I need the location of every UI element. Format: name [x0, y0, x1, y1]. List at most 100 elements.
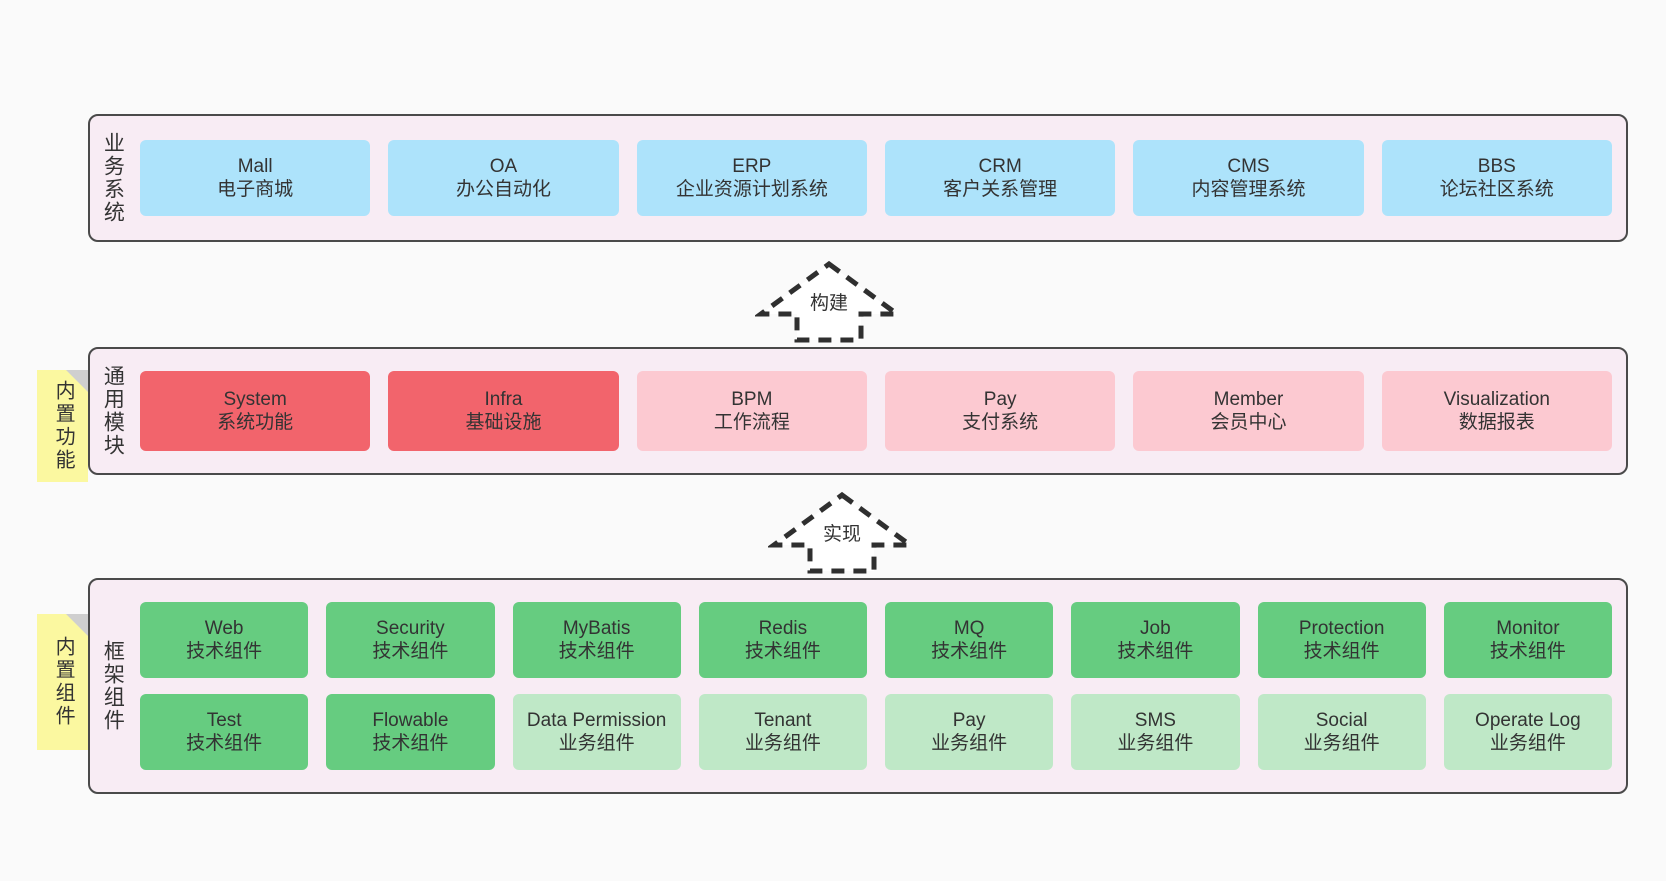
- card-visualization[interactable]: Visualization 数据报表: [1381, 371, 1612, 451]
- arrow-label-build: 构建: [809, 293, 848, 314]
- card-title-en: Security: [376, 617, 445, 639]
- card-title-cn: 企业资源计划系统: [675, 179, 828, 200]
- card-title-en: Monitor: [1496, 617, 1560, 639]
- layer-framework-component: 框架组件 Web 技术组件 Security 技术组件 MyBatis 技术组件…: [88, 578, 1628, 794]
- note-builtin-feature: 内置功能: [37, 370, 88, 482]
- card-title-en: Social: [1315, 709, 1368, 731]
- card-erp[interactable]: ERP 企业资源计划系统: [636, 140, 867, 216]
- card-title-cn: 论坛社区系统: [1439, 179, 1554, 200]
- card-title-en: MQ: [953, 617, 985, 639]
- card-title-cn: 工作流程: [713, 412, 790, 433]
- card-title-cn: 电子商城: [217, 179, 294, 200]
- card-operate-log[interactable]: Operate Log 业务组件: [1443, 694, 1612, 770]
- card-title-en: Data Permission: [526, 709, 667, 731]
- card-title-en: Web: [204, 617, 244, 639]
- card-title-en: Mall: [237, 155, 273, 177]
- card-mall[interactable]: Mall 电子商城: [140, 140, 371, 216]
- card-cms[interactable]: CMS 内容管理系统: [1133, 140, 1364, 216]
- card-mq[interactable]: MQ 技术组件: [885, 602, 1054, 678]
- card-pay-component[interactable]: Pay 业务组件: [885, 694, 1054, 770]
- card-title-cn: 技术组件: [186, 733, 263, 754]
- card-infra[interactable]: Infra 基础设施: [388, 371, 619, 451]
- card-title-cn: 支付系统: [962, 412, 1039, 433]
- dashed-up-arrow-icon: [766, 491, 918, 574]
- dashed-up-arrow-icon: [753, 260, 905, 343]
- note-fold-corner-icon: [66, 370, 88, 392]
- card-title-en: System: [223, 388, 287, 410]
- card-title-cn: 客户关系管理: [943, 179, 1058, 200]
- layer-row: Web 技术组件 Security 技术组件 MyBatis 技术组件 Redi…: [140, 602, 1612, 678]
- layer-body-common-module: System 系统功能 Infra 基础设施 BPM 工作流程 Pay 支付系统…: [134, 349, 1626, 473]
- card-data-permission[interactable]: Data Permission 业务组件: [512, 694, 681, 770]
- card-title-cn: 办公自动化: [455, 179, 551, 200]
- card-title-en: ERP: [732, 155, 772, 177]
- card-title-cn: 会员中心: [1210, 412, 1287, 433]
- arrow-label-implement: 实现: [822, 524, 861, 545]
- card-title-en: SMS: [1134, 709, 1176, 731]
- card-pay-module[interactable]: Pay 支付系统: [884, 371, 1116, 451]
- arrow-build: 构建: [753, 258, 905, 346]
- card-title-en: BPM: [731, 388, 773, 410]
- card-title-cn: 业务组件: [1117, 733, 1194, 754]
- card-security[interactable]: Security 技术组件: [326, 602, 495, 678]
- card-title-en: Pay: [983, 388, 1017, 410]
- card-title-cn: 技术组件: [1489, 641, 1566, 662]
- card-bbs[interactable]: BBS 论坛社区系统: [1381, 140, 1612, 216]
- card-title-en: BBS: [1477, 155, 1516, 177]
- card-title-cn: 业务组件: [744, 733, 821, 754]
- card-title-en: Member: [1213, 388, 1284, 410]
- card-title-cn: 技术组件: [1117, 641, 1194, 662]
- card-title-en: Pay: [952, 709, 986, 731]
- card-title-cn: 技术组件: [1303, 641, 1380, 662]
- card-protection[interactable]: Protection 技术组件: [1257, 602, 1426, 678]
- card-title-en: Redis: [758, 617, 808, 639]
- card-title-en: Test: [206, 709, 242, 731]
- card-title-en: CMS: [1227, 155, 1270, 177]
- card-title-en: Tenant: [754, 709, 812, 731]
- card-title-en: MyBatis: [562, 617, 631, 639]
- layer-title-business: 业务系统: [101, 132, 125, 224]
- card-title-en: Operate Log: [1475, 709, 1581, 731]
- card-redis[interactable]: Redis 技术组件: [698, 602, 867, 678]
- card-title-cn: 业务组件: [931, 733, 1008, 754]
- card-title-cn: 技术组件: [744, 641, 821, 662]
- card-title-cn: 技术组件: [558, 641, 635, 662]
- card-title-en: Job: [1140, 617, 1171, 639]
- card-title-cn: 技术组件: [372, 733, 449, 754]
- card-web[interactable]: Web 技术组件: [140, 602, 309, 678]
- card-title-cn: 业务组件: [558, 733, 635, 754]
- card-title-cn: 业务组件: [1303, 733, 1380, 754]
- card-member[interactable]: Member 会员中心: [1133, 371, 1364, 451]
- card-crm[interactable]: CRM 客户关系管理: [884, 140, 1116, 216]
- card-tenant[interactable]: Tenant 业务组件: [698, 694, 867, 770]
- layer-row: Mall 电子商城 OA 办公自动化 ERP 企业资源计划系统 CRM 客户关系…: [140, 140, 1612, 216]
- layer-body-framework: Web 技术组件 Security 技术组件 MyBatis 技术组件 Redi…: [134, 580, 1626, 792]
- card-title-cn: 数据报表: [1458, 412, 1535, 433]
- card-monitor[interactable]: Monitor 技术组件: [1443, 602, 1612, 678]
- card-flowable[interactable]: Flowable 技术组件: [326, 694, 495, 770]
- card-title-cn: 技术组件: [931, 641, 1008, 662]
- card-sms[interactable]: SMS 业务组件: [1071, 694, 1240, 770]
- card-mybatis[interactable]: MyBatis 技术组件: [512, 602, 681, 678]
- note-builtin-component: 内置组件: [37, 614, 88, 750]
- card-title-en: Visualization: [1443, 388, 1550, 410]
- layer-body-business: Mall 电子商城 OA 办公自动化 ERP 企业资源计划系统 CRM 客户关系…: [134, 116, 1626, 240]
- note-fold-corner-icon: [66, 614, 88, 636]
- card-social[interactable]: Social 业务组件: [1257, 694, 1426, 770]
- layer-title-common-module: 通用模块: [101, 365, 125, 457]
- card-title-en: OA: [489, 155, 518, 177]
- card-bpm[interactable]: BPM 工作流程: [636, 371, 867, 451]
- card-title-cn: 技术组件: [186, 641, 263, 662]
- layer-row: System 系统功能 Infra 基础设施 BPM 工作流程 Pay 支付系统…: [140, 371, 1612, 451]
- card-oa[interactable]: OA 办公自动化: [388, 140, 619, 216]
- card-title-en: Flowable: [372, 709, 449, 731]
- card-test[interactable]: Test 技术组件: [140, 694, 309, 770]
- card-title-cn: 基础设施: [465, 412, 542, 433]
- card-system[interactable]: System 系统功能: [140, 371, 371, 451]
- card-title-en: CRM: [978, 155, 1022, 177]
- card-job[interactable]: Job 技术组件: [1071, 602, 1240, 678]
- card-title-cn: 技术组件: [372, 641, 449, 662]
- layer-common-module: 通用模块 System 系统功能 Infra 基础设施 BPM 工作流程 Pay…: [88, 347, 1628, 475]
- card-title-cn: 系统功能: [217, 412, 294, 433]
